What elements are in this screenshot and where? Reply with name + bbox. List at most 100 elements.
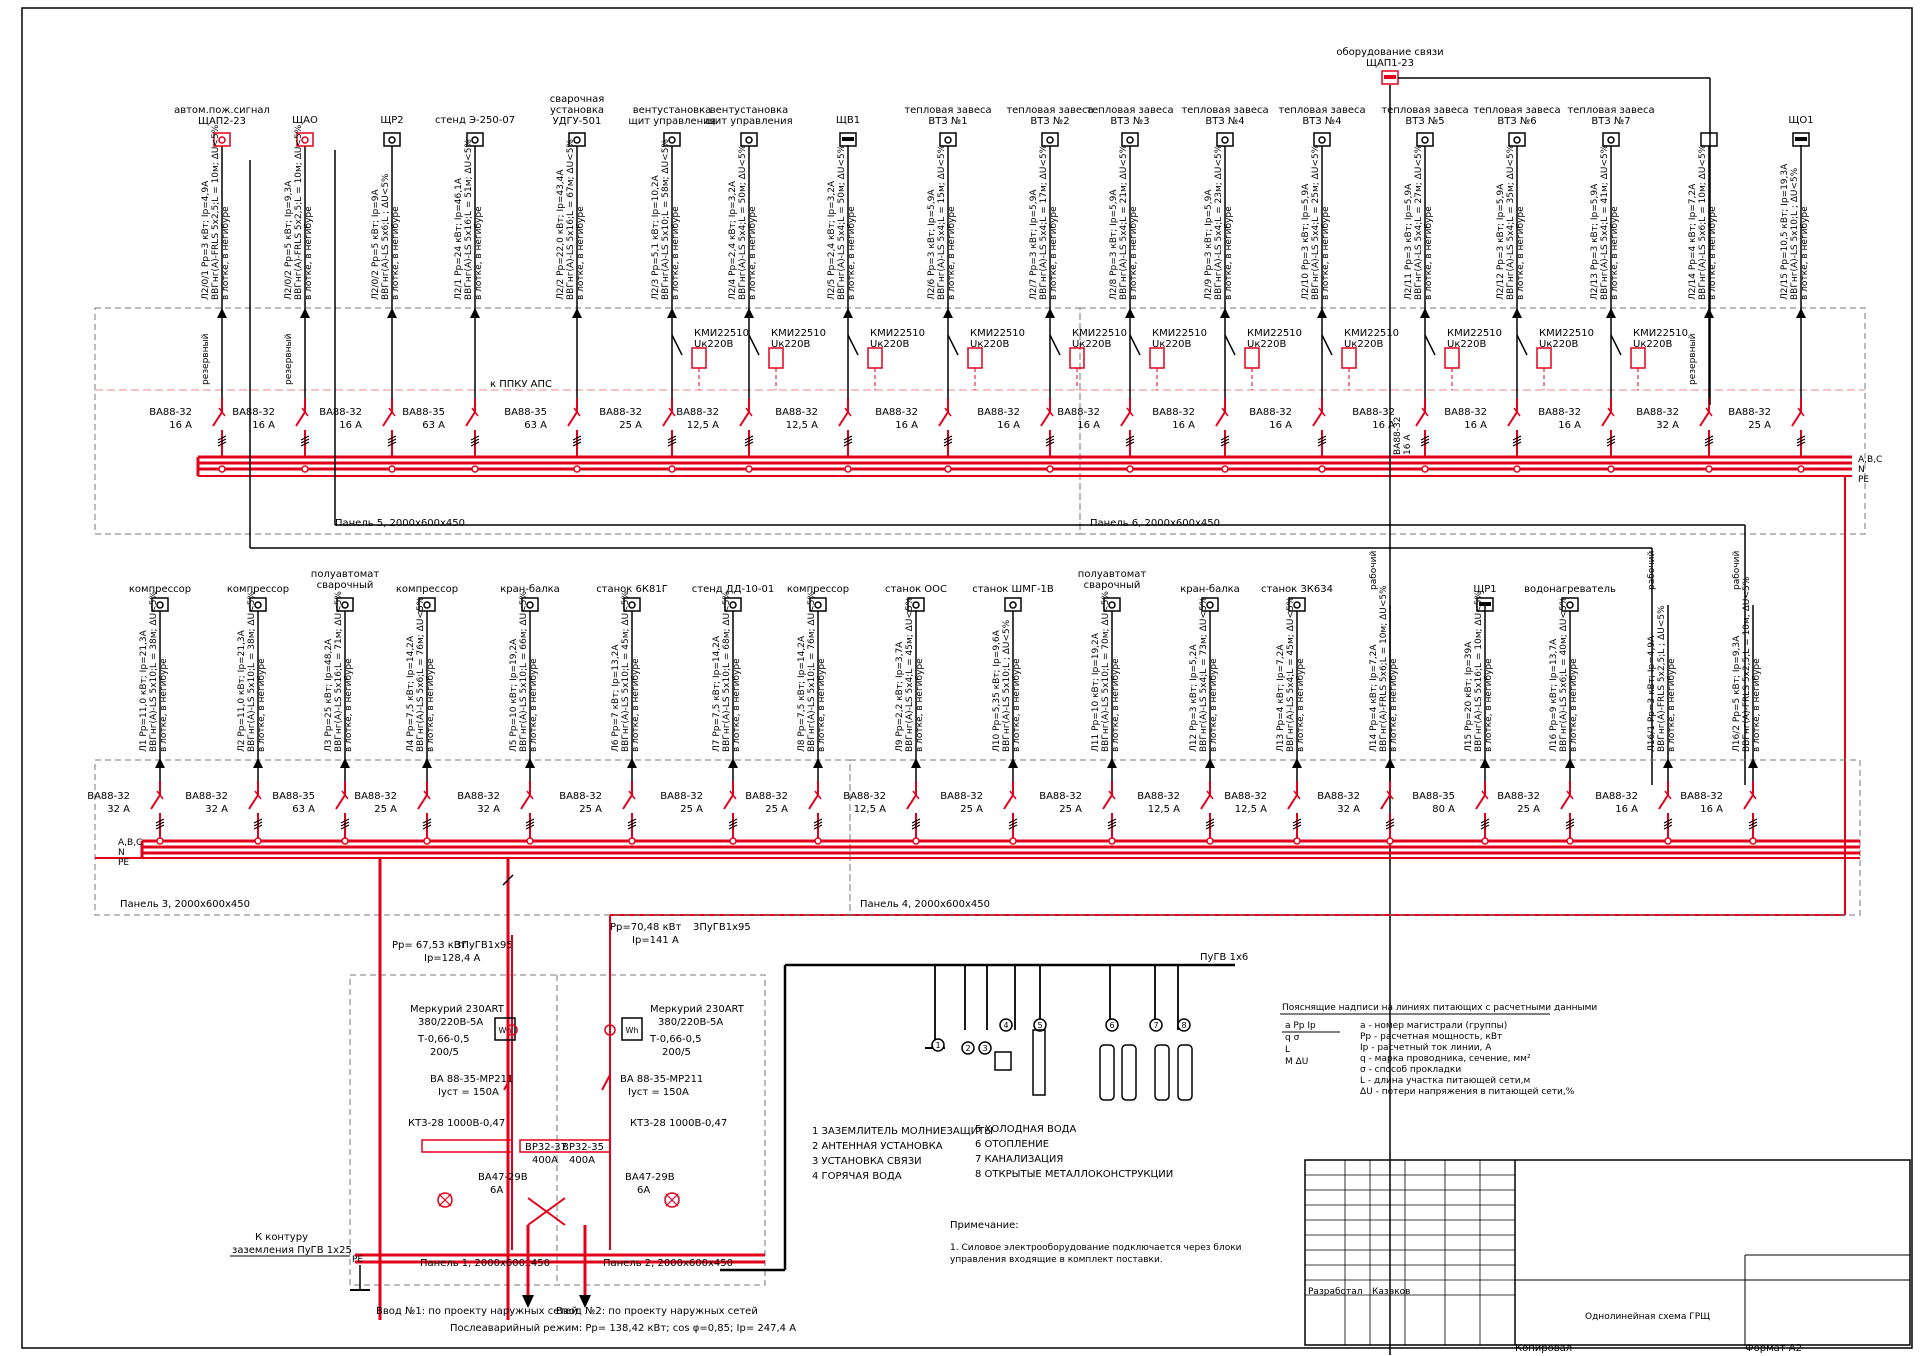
breaker-rating: 63 А [292, 804, 315, 815]
feeder-laying: в лотке, в негибуре [915, 658, 925, 752]
contactor-coil [867, 347, 883, 369]
pole-mark [744, 435, 754, 441]
label-line: КМИ22510 [1072, 328, 1127, 339]
motor-icon [912, 601, 920, 609]
contactor-contact [1424, 334, 1436, 356]
label-line: рабочий [1369, 551, 1379, 590]
label-line: в лотке, в негибуре [1209, 658, 1219, 752]
breaker-type: ВА88-32 [875, 407, 918, 418]
label-line: ВТЗ №3 [1110, 116, 1149, 127]
label-line: ВА88-32 [149, 407, 192, 418]
input-2-label: Ввод №2: по проекту наружных сетей [556, 1306, 758, 1317]
pole-mark [1565, 821, 1575, 827]
breaker-type: ВА88-32 [940, 791, 983, 802]
breaker-blade [1415, 411, 1426, 427]
pole-mark [387, 441, 397, 447]
breaker-type: ВА88-35 [1412, 791, 1455, 802]
label-line: ВА88-32 [660, 791, 703, 802]
breaker-rating: 12,5 А [1148, 804, 1180, 815]
input-1-arrow [522, 1295, 534, 1308]
label-line: ЩР2 [380, 115, 403, 126]
contactor-coil [1069, 347, 1085, 369]
breaker-rating: 32 А [205, 804, 228, 815]
contactor-coil [768, 347, 784, 369]
feeder-cable-data: ВВГнг(А)-LS 5х10;L = 70м; ΔU<5% [1101, 591, 1111, 752]
stamp-copied: Копировал [1515, 1343, 1572, 1354]
terminal-rect [663, 132, 681, 147]
entry-arrow [1480, 758, 1490, 768]
breaker-mark [814, 790, 822, 800]
entry-arrow [525, 758, 535, 768]
bus-node [1206, 837, 1214, 845]
terminal-rect [1508, 132, 1526, 147]
feeder-line-data: Л10 Рр=5,35 кВт; Iр=9,6А [992, 629, 1002, 752]
entry-arrow [1663, 758, 1673, 768]
feeder-laying: в лотке, в негибуре [576, 206, 586, 300]
label-line: 25 А [960, 804, 983, 815]
pe-cable: ПуГВ 1х6 [1200, 952, 1248, 963]
feeder-target: ЩАО [292, 115, 318, 126]
label-line: 6А [490, 1185, 503, 1196]
feeder-line-data: Л2/14 Рр=4 кВт; Iр=7,2А [1688, 183, 1698, 300]
pole-mark [627, 818, 637, 824]
label-line: Ввод №1: по проекту наружных сетей [376, 1306, 578, 1317]
ct-1-ratio: 200/5 [430, 1047, 459, 1058]
pole-mark [1125, 438, 1135, 444]
pole-mark [340, 821, 350, 827]
feeder-line-data: Л2 Рр=11,0 кВт; Iр=21,3А [237, 629, 247, 752]
label-line: Л2/15 Рр=10,5 кВт; Iр=19,3А [1780, 163, 1790, 300]
label-line: ВВГнг(А)-LS 5х4;L = 73м; ΔU<5% [1199, 596, 1209, 752]
breaker-mark [1108, 790, 1116, 800]
entry-arrow [813, 758, 823, 768]
label-line: ВА88-32 [1249, 407, 1292, 418]
pole-mark [1385, 818, 1395, 824]
breaker-blade [1475, 794, 1486, 810]
meter-2-model: Меркурий 230ART [650, 1004, 745, 1015]
feeder-line-data: Л14 Рр=4 кВт; Iр=7,2А [1369, 644, 1379, 752]
surge-arrester [421, 1139, 513, 1153]
label-line: в лотке, в негибуре [221, 206, 231, 300]
feeder-line-data: Л5 Рр=10 кВт; Iр=19,2А [509, 638, 519, 752]
feeder-laying: в лотке, в негибуре [1321, 206, 1331, 300]
breaker-type: ВА88-32 [1057, 407, 1100, 418]
feeder-laying: в лотке, в негибуре [1516, 206, 1526, 300]
label-line: ВВГнг(А)-LS 5х16;L = 51м; ΔU<5% [464, 139, 474, 300]
meter-wh: Wh [499, 1026, 512, 1035]
label-line: Послеаварийный режим: Рр= 138,42 кВт; co… [450, 1323, 796, 1334]
pole-mark [1704, 438, 1714, 444]
pole-mark [728, 824, 738, 830]
label-line: 16 А [339, 420, 362, 431]
bus-node [1566, 837, 1574, 845]
terminal-box [1381, 70, 1399, 85]
label-line: 16 А [997, 420, 1020, 431]
breaker-rating: 25 А [1517, 804, 1540, 815]
label-line: рабочий [1732, 551, 1742, 590]
entry-arrow [1796, 308, 1806, 318]
label-line: Uк220В [1539, 339, 1578, 350]
pole-mark [1220, 438, 1230, 444]
label-line: Т-0,66-0,5 [649, 1034, 702, 1045]
bus-node [1293, 837, 1301, 845]
bus-node [1126, 465, 1134, 473]
bus-node [471, 465, 479, 473]
label-line: ВА88-32 [1352, 407, 1395, 418]
label-line: ВВГнг(А)-LS 5х4;L = 27м; ΔU<5% [1414, 144, 1424, 300]
feeder-target: стенд Э-250-07 [435, 115, 515, 126]
current-transformer [506, 1024, 518, 1036]
pole-mark [340, 824, 350, 830]
pole-mark [572, 438, 582, 444]
breaker-rating: 16 А [1464, 420, 1487, 431]
label-line: ВВГнг(А)-LS 5х4;L = 23м; ΔU<5% [1214, 144, 1224, 300]
label-line: Рр - расчетная мощность, кВт [1360, 1032, 1502, 1042]
bus-node [1749, 837, 1757, 845]
label-line: 4 [1003, 1021, 1008, 1030]
feeder-line-data: Л2/9 Рр=3 кВт; Iр=5,9А [1204, 189, 1214, 300]
breaker-rating: 25 А [680, 804, 703, 815]
label-line: 2 [965, 1044, 970, 1053]
